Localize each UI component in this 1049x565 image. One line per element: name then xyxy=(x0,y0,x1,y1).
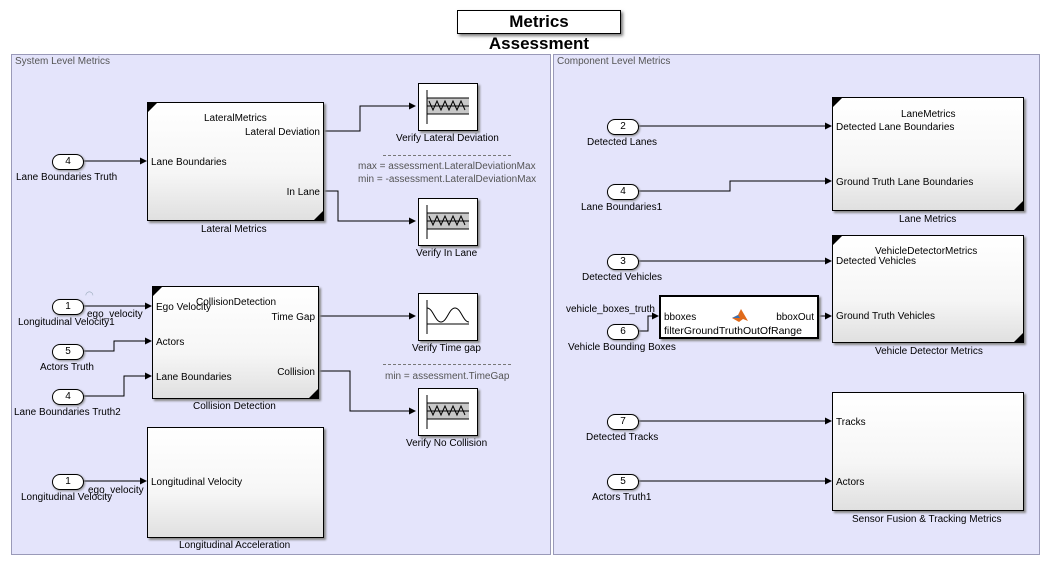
lateral-annotation-separator xyxy=(383,155,511,156)
block-corner-mark xyxy=(1014,201,1023,210)
port-actors-fusion: Actors xyxy=(836,477,865,488)
lane-metrics-block-name: LaneMetrics xyxy=(901,109,956,120)
component-level-area-label: Component Level Metrics xyxy=(557,56,671,67)
verify-time-gap-block[interactable] xyxy=(418,293,478,341)
port-bboxes: bboxes xyxy=(664,312,697,323)
block-corner-mark xyxy=(309,389,318,398)
port-collision: Collision xyxy=(277,367,315,378)
sensor-fusion-tracking-block[interactable]: Tracks Actors xyxy=(832,392,1024,511)
inport-label-lane-boundaries-truth2: Lane Boundaries Truth2 xyxy=(14,407,121,418)
inport-actors-truth[interactable]: 5 xyxy=(52,344,84,360)
verify-lateral-deviation-caption: Verify Lateral Deviation xyxy=(396,133,499,144)
port-bbox-out: bboxOut xyxy=(776,312,814,323)
port-time-gap: Time Gap xyxy=(271,312,315,323)
lane-metrics-caption: Lane Metrics xyxy=(899,214,957,225)
block-corner-mark xyxy=(1014,333,1023,342)
verify-lateral-deviation-block[interactable] xyxy=(418,83,478,131)
collision-detection-block-name: CollisionDetection xyxy=(196,297,277,308)
inport-actors-truth1[interactable]: 5 xyxy=(607,474,639,490)
lateral-annotation-min: min = -assessment.LateralDeviationMax xyxy=(358,174,537,185)
timegap-annotation: min = assessment.TimeGap xyxy=(385,371,510,382)
system-level-area-label: System Level Metrics xyxy=(15,56,111,67)
inport-label-detected-tracks: Detected Tracks xyxy=(586,432,659,443)
inport-lane-boundaries-truth[interactable]: 4 xyxy=(52,154,84,170)
inport-label-detected-lanes: Detected Lanes xyxy=(587,137,658,148)
matlab-logo-icon xyxy=(732,309,748,322)
inport-label-longitudinal-velocity1: Longitudinal Velocity1 xyxy=(18,317,115,328)
port-ground-truth-lane-boundaries: Ground Truth Lane Boundaries xyxy=(836,177,974,188)
longitudinal-acceleration-caption: Longitudinal Acceleration xyxy=(179,540,291,551)
collision-detection-block[interactable]: CollisionDetection Ego Velocity Time Gap… xyxy=(152,286,319,399)
inport-vehicle-bounding-boxes[interactable]: 6 xyxy=(607,324,639,340)
sensor-fusion-tracking-caption: Sensor Fusion & Tracking Metrics xyxy=(852,514,1002,525)
filter-block-name: filterGroundTruthOutOfRange xyxy=(664,325,802,337)
filter-ground-truth-block[interactable]: bboxes bboxOut filterGroundTruthOutOfRan… xyxy=(659,295,819,339)
inport-label-longitudinal-velocity: Longitudinal Velocity xyxy=(21,492,113,503)
bounds-check-icon xyxy=(426,395,469,429)
check-dynamic-gap-icon xyxy=(426,300,470,334)
block-corner-mark xyxy=(314,211,323,220)
inport-lane-boundaries-truth2[interactable]: 4 xyxy=(52,389,84,405)
lateral-metrics-caption: Lateral Metrics xyxy=(201,224,267,235)
lateral-annotation-max: max = assessment.LateralDeviationMax xyxy=(358,161,536,172)
port-lane-boundaries-collision: Lane Boundaries xyxy=(156,372,232,383)
vehicle-detector-metrics-block[interactable]: VehicleDetectorMetrics Detected Vehicles… xyxy=(832,235,1024,343)
inport-detected-vehicles[interactable]: 3 xyxy=(607,254,639,270)
verify-no-collision-caption: Verify No Collision xyxy=(406,438,488,449)
inport-longitudinal-velocity[interactable]: 1 xyxy=(52,474,84,490)
inport-label-lane-boundaries1: Lane Boundaries1 xyxy=(581,202,663,213)
inport-label-actors-truth: Actors Truth xyxy=(40,362,94,373)
inport-label-vehicle-bounding-boxes: Vehicle Bounding Boxes xyxy=(568,342,676,353)
port-detected-lane-boundaries: Detected Lane Boundaries xyxy=(836,122,955,133)
bounds-check-icon xyxy=(426,90,469,124)
verify-no-collision-block[interactable] xyxy=(418,388,478,436)
verify-time-gap-caption: Verify Time gap xyxy=(412,343,481,354)
signal-ego-velocity-1: ego_velocity xyxy=(87,309,143,320)
lane-metrics-block[interactable]: LaneMetrics Detected Lane Boundaries Gro… xyxy=(832,97,1024,211)
port-detected-vehicles: Detected Vehicles xyxy=(836,256,917,267)
timegap-annotation-separator xyxy=(383,364,511,365)
inport-lane-boundaries1[interactable]: 4 xyxy=(607,184,639,200)
port-tracks: Tracks xyxy=(836,417,866,428)
inport-detected-tracks[interactable]: 7 xyxy=(607,414,639,430)
port-in-lane: In Lane xyxy=(286,187,320,198)
port-lane-boundaries: Lane Boundaries xyxy=(151,157,227,168)
inport-label-lane-boundaries-truth: Lane Boundaries Truth xyxy=(16,172,118,183)
signal-ego-velocity-2: ego_velocity xyxy=(88,485,144,496)
model-title: Metrics Assessment xyxy=(457,10,621,53)
lateral-metrics-block-name: LateralMetrics xyxy=(204,113,267,124)
wireless-signal-icon: ◠ xyxy=(85,290,94,301)
port-actors: Actors xyxy=(156,337,185,348)
longitudinal-acceleration-block[interactable]: Longitudinal Velocity xyxy=(147,427,324,538)
vehicle-detector-metrics-block-name: VehicleDetectorMetrics xyxy=(875,246,978,257)
lateral-metrics-block[interactable]: LateralMetrics Lateral Deviation Lane Bo… xyxy=(147,102,324,221)
verify-in-lane-block[interactable] xyxy=(418,198,478,246)
port-ego-velocity: Ego Velocity xyxy=(156,302,212,313)
port-ground-truth-vehicles: Ground Truth Vehicles xyxy=(836,311,935,322)
inport-label-detected-vehicles: Detected Vehicles xyxy=(582,272,663,283)
vehicle-detector-metrics-caption: Vehicle Detector Metrics xyxy=(875,346,983,357)
inport-longitudinal-velocity1[interactable]: 1 xyxy=(52,299,84,315)
inport-label-actors-truth1: Actors Truth1 xyxy=(592,492,652,503)
signal-vehicle-boxes-truth: vehicle_boxes_truth xyxy=(566,304,655,315)
verify-in-lane-caption: Verify In Lane xyxy=(416,248,478,259)
inport-detected-lanes[interactable]: 2 xyxy=(607,119,639,135)
port-longitudinal-velocity: Longitudinal Velocity xyxy=(151,477,243,488)
bounds-check-icon xyxy=(426,205,469,239)
port-lateral-deviation: Lateral Deviation xyxy=(244,127,320,138)
collision-detection-caption: Collision Detection xyxy=(193,401,276,412)
